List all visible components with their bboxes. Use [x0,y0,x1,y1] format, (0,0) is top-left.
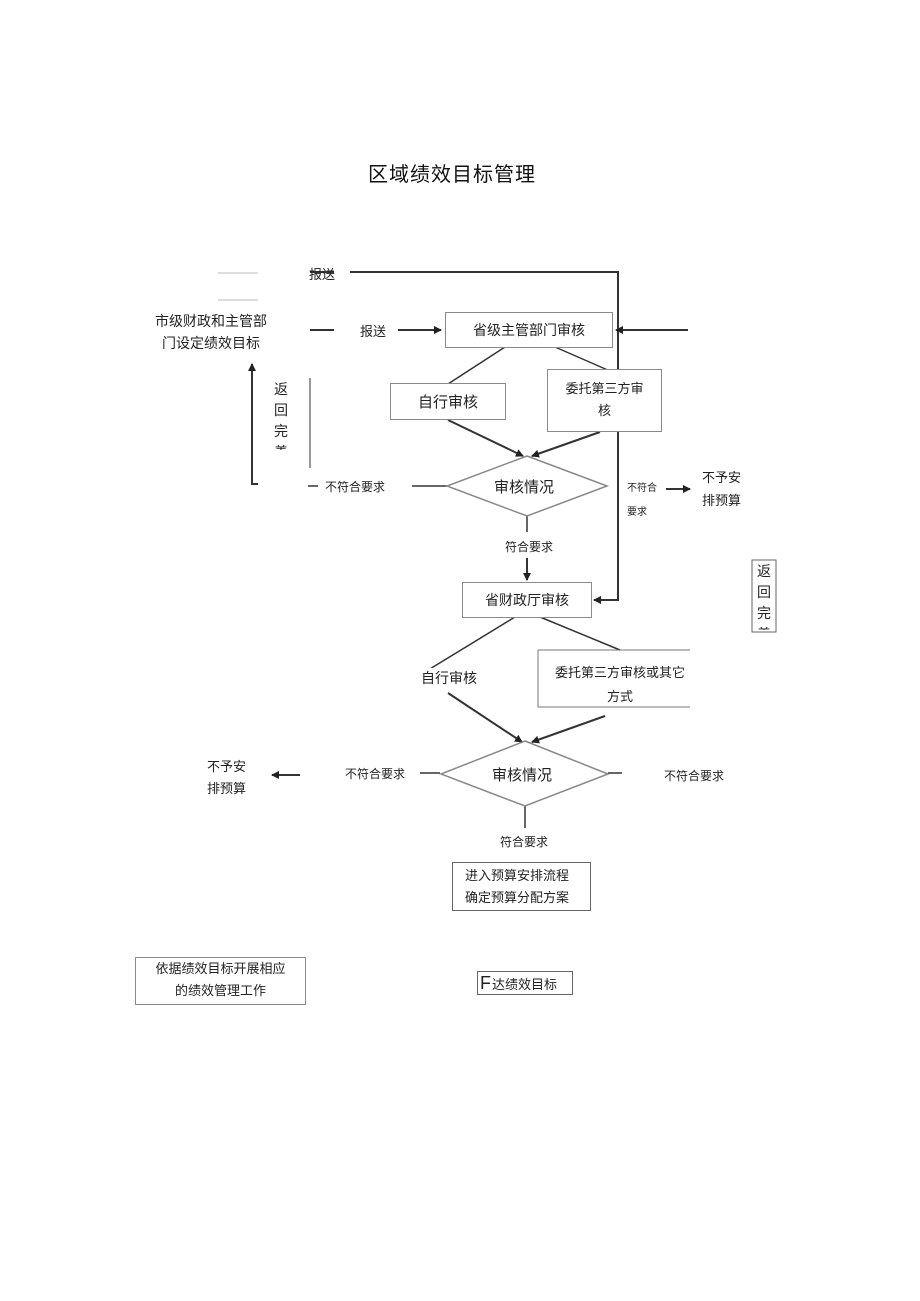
not-meet-1-right-line2: 要求 [627,507,647,518]
return-right-char-3: 完 [757,606,771,622]
report-label-mid: 报送 [360,325,387,340]
return-left-text: 返 回 完 善 [274,380,288,450]
page-title: 区域绩效目标管理 [368,162,536,186]
branch-self-review-2 [419,616,516,676]
return-right-char-2: 回 [757,585,771,601]
not-meet-2-right-label: 不符合要求 [664,769,725,783]
third-party-1-line2: 核 [597,403,611,419]
return-right-char-4: 善 [757,625,771,630]
return-right-text: 返 回 完 善 [753,562,775,630]
budget-process-line2: 确定预算分配方案 [465,891,570,906]
not-meet-1-right-label: 不符合 要求 [627,477,657,525]
prov-dept-review-box: 省级主管部门审核 [445,312,613,348]
budget-process-line1: 进入预算安排流程 [465,869,570,884]
self-review-1-box: 自行审核 [390,383,506,420]
no-budget-1-line1: 不予安 [702,471,742,486]
self-review-2-to-status [447,692,523,743]
third-party-2-frame [537,650,690,708]
report-label-top: 报送 [309,268,336,283]
perf-work-line2: 的绩效管理工作 [174,984,266,999]
issue-targets-label: 达绩效目标 [492,977,558,993]
not-meet-2-left-label: 不符合要求 [345,767,406,781]
city-finance-node: 市级财政和主管部 门设定绩效目标 [155,311,267,355]
third-party-1-line1: 委托第三方审 [565,381,644,397]
return-left-char-1: 返 [274,382,288,398]
meet-1-label: 符合要求 [505,540,554,554]
branch-self-review-1 [447,346,506,385]
no-budget-2-node: 不予安 排预算 [207,757,246,801]
not-meet-1-right-line1: 不符合 [627,483,657,494]
third-party-2-line1: 委托第三方审核或其它 [554,666,685,681]
no-budget-2-line2: 排预算 [207,782,247,797]
review-status-2-diamond [438,740,611,807]
perf-work-line1: 依据绩效目标开展相应 [155,962,286,977]
self-review-1-to-status [447,419,524,457]
perf-work-box: 依据绩效目标开展相应 的绩效管理工作 [135,957,306,1005]
return-right-frame [751,559,777,633]
issue-targets-box: F 达绩效目标 [477,971,573,995]
no-budget-2-line1: 不予安 [207,760,247,775]
return-right-char-1: 返 [757,564,771,580]
city-finance-line1: 市级财政和主管部 [155,314,267,330]
self-review-2-label: 自行审核 [419,668,479,688]
third-party-1-box: 委托第三方审 核 [547,369,662,432]
no-budget-1-node: 不予安 排预算 [702,467,741,513]
review-status-1-diamond [444,455,610,517]
third-party-2-line2: 方式 [606,690,633,705]
third-party-2-to-status [531,715,606,744]
issue-prefix: F [480,972,491,993]
report-path-to-prov-finance [350,271,619,604]
not-meet-1-left-label: 不符合要求 [325,480,386,494]
third-party-2-node: 委托第三方审核或其它 方式 [550,662,690,710]
return-left-arrow [248,363,258,485]
meet-2-label: 符合要求 [500,835,549,849]
review-status-1-label: 审核情况 [494,478,555,496]
return-left-char-4: 善 [274,443,288,450]
no-budget-1-line2: 排预算 [702,494,742,509]
return-left-char-3: 完 [274,424,288,440]
branch-third-party-1 [554,346,611,372]
return-left-char-2: 回 [274,403,288,419]
prov-finance-review-box: 省财政厅审核 [462,582,592,618]
branch-third-party-2 [539,616,621,651]
third-party-1-to-status [531,431,601,458]
city-finance-line2: 门设定绩效目标 [162,336,260,352]
review-status-2-label: 审核情况 [492,766,553,784]
budget-process-box: 进入预算安排流程 确定预算分配方案 [452,862,591,911]
